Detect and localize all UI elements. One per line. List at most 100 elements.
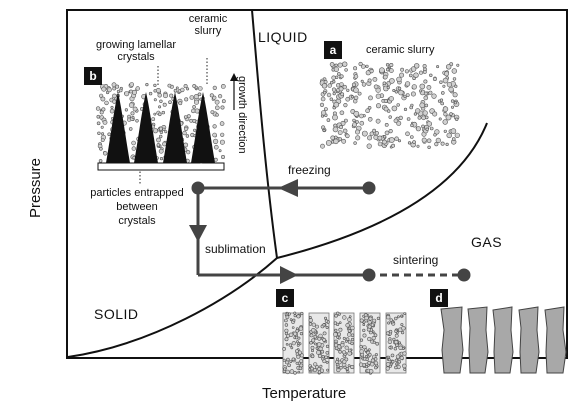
particle [439,98,444,102]
particle [112,99,117,104]
particle [317,342,322,347]
particle [374,131,380,136]
particle [169,93,174,98]
particle [332,114,338,121]
particle [331,75,336,80]
particle [401,363,407,369]
particle [99,147,103,151]
particle [284,331,289,336]
particle [334,346,339,351]
particle [369,369,374,374]
particle [173,88,178,93]
particle [372,340,376,344]
particle [390,353,395,358]
particle [445,142,449,146]
particle [373,84,379,90]
particle [357,91,362,96]
particles-entrapped-line2: between [116,201,158,213]
particle [168,100,172,104]
particle [364,348,368,352]
particle [194,108,200,114]
particle [445,114,452,121]
particle [341,138,347,144]
particle [156,143,161,147]
particle [298,326,304,331]
particle [319,364,323,368]
particle [337,360,342,365]
particle [452,92,458,98]
particle [398,345,403,350]
panel-b-badge: b [84,67,102,85]
particle [337,332,342,337]
particle [219,139,225,145]
particle [313,342,317,346]
particle [308,315,312,319]
particle [440,101,445,106]
particle [186,87,190,91]
particle [319,102,325,107]
particle [124,91,130,97]
particle [451,137,456,141]
particle [189,118,194,123]
particle [410,91,416,97]
particle [321,110,327,116]
particle [158,126,163,131]
particle [362,323,366,327]
particle [193,128,197,132]
particle [162,102,167,107]
particle [323,90,327,95]
sintering-start-point [362,268,376,282]
particle [97,131,101,136]
particle [283,367,287,371]
sintered-pillar [492,306,514,374]
particle [324,355,328,359]
particle [338,86,344,92]
particle [404,69,410,74]
particle [373,333,378,338]
particle [332,126,339,133]
particle [395,362,398,366]
particle [365,362,369,366]
particle [401,326,406,331]
particle [375,93,381,99]
particle [361,82,367,87]
particle [175,86,179,90]
particle [342,350,347,355]
particle [285,369,290,375]
particle [213,138,219,144]
growth-direction-label: growth direction [236,76,248,154]
particle [311,328,316,333]
particle [338,327,343,332]
particle [394,136,399,141]
particles-entrapped-line3: crystals [118,215,156,227]
particle [334,313,338,318]
particle [446,132,452,139]
particle [100,138,105,143]
particle [394,365,398,370]
particle [388,115,392,119]
particle [351,82,356,87]
particle [359,344,363,349]
sintered-pillar [518,306,540,374]
particle [148,91,153,96]
particle [423,95,429,101]
particle [333,101,340,108]
particle [359,113,364,119]
particle [153,83,157,87]
particle [155,88,161,94]
particle [377,141,383,147]
particle [212,85,217,90]
particle [344,339,348,343]
heating-arrow [280,266,298,284]
particle [352,122,357,128]
particle [317,336,322,341]
particle [412,140,416,144]
particle [101,86,107,92]
particle [99,110,104,115]
particle [118,88,123,93]
particle [443,71,449,77]
particle [350,337,355,342]
particle [391,105,398,112]
particle [347,340,352,344]
particle [313,362,318,367]
